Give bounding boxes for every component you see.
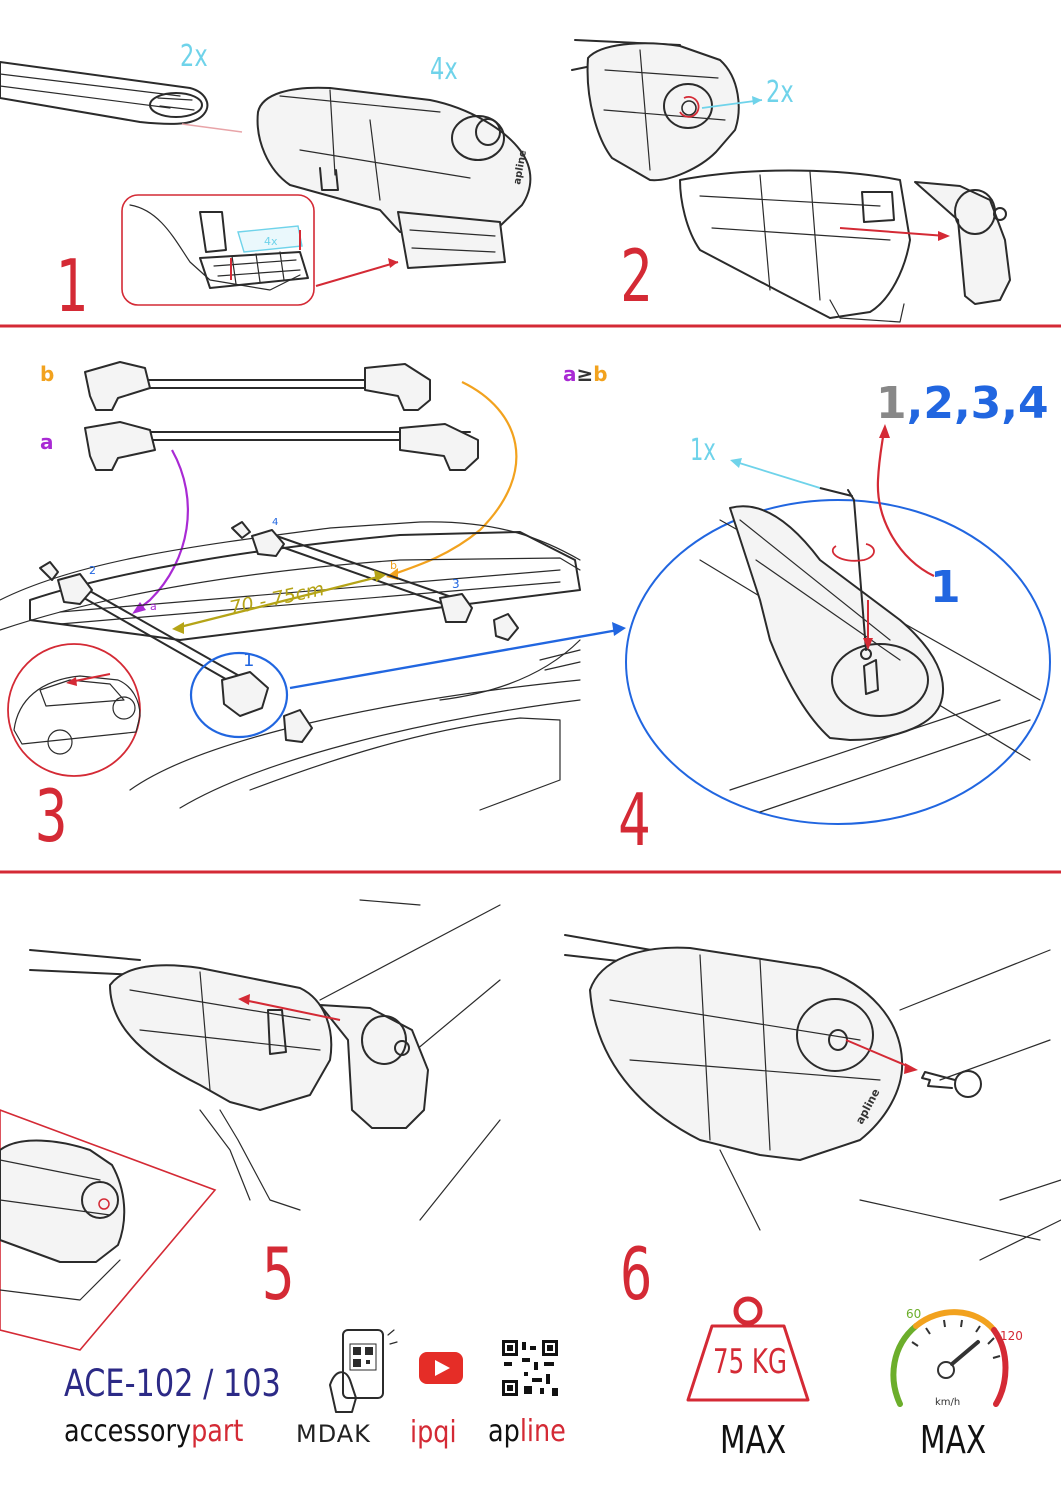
step1-pad-detail [121,194,399,306]
step3-foot-3: 3 [452,577,460,591]
step3-car-thumbnail [7,643,141,777]
step-number-4: 4 [618,778,651,862]
brand-apline: apline [488,1414,566,1449]
step4-sequence: 1,2,3,4 [876,382,1049,426]
step3-bars-illustration [84,361,518,614]
step1-detail-arrow [315,261,399,287]
step1-pad-qty: 4x [264,235,278,248]
qr-code-icon [502,1340,558,1396]
step4-sequence-first: 1 [876,378,907,429]
speedometer-icon [890,1309,1009,1407]
step3-bar-a-label: a [40,430,54,454]
product-code: ACE-102 / 103 [64,1362,281,1405]
step5-inset-detail [0,1109,217,1351]
step-number-6: 6 [620,1232,653,1316]
weight-value: 75 KG [713,1342,787,1382]
step4-start-number: 1 [930,562,961,613]
step1-crossbar-illustration [0,61,243,133]
phone-scan-icon [329,1329,398,1413]
brand-accessorypart-b: part [191,1414,244,1449]
weight-icon [686,1296,810,1402]
step-number-3: 3 [35,774,68,858]
step-number-5: 5 [262,1232,295,1316]
step1-foot-qty: 4x [430,52,458,87]
step2-cap-qty: 2x [766,75,794,110]
step1-foot-illustration: apline [256,86,532,269]
step3-rule-b: b [593,362,608,386]
step4-sequence-rest: ,2,3,4 [906,378,1049,429]
step4-key-qty: 1x [690,433,716,468]
step3-mark-a: a [150,600,157,613]
weight-max-label: MAX [720,1418,787,1462]
step3-rule-ge: ≥ [576,362,594,386]
speed-low-mark: 60 [906,1307,922,1321]
step4-zoom-illustration [625,424,1051,825]
brand-mdak: MDAK [296,1420,371,1448]
speed-max-label: MAX [920,1418,987,1462]
youtube-icon [419,1352,463,1384]
step3-foot-2: 2 [89,564,96,577]
brand-accessorypart: accessorypart [64,1414,243,1449]
step3-foot-4: 4 [272,517,279,528]
step3-rule-a: a [563,362,577,386]
brand-ipqi: ipqi [410,1415,457,1450]
brand-apline-b: line [519,1414,566,1449]
step6-lock-close-illustration: apline [564,934,1061,1261]
step3-bar-b-label: b [40,362,55,386]
step2-lock-removal-illustration [571,39,1011,323]
step1-insert-arrow [181,123,243,133]
step3-mark-b: b [390,559,397,572]
speed-unit: km/h [935,1397,961,1408]
speed-high-mark: 120 [1000,1329,1023,1343]
step3-rule: a≥b [563,364,608,384]
step1-bar-qty: 2x [180,39,208,74]
brand-accessorypart-a: accessory [64,1414,192,1449]
step3-foot-1: 1 [243,650,255,671]
step5-lock-insert-illustration [29,899,501,1221]
step-number-2: 2 [620,234,653,318]
step3-car-roof-illustration [0,521,626,811]
brand-apline-a: ap [488,1414,520,1449]
step-number-1: 1 [55,244,88,328]
